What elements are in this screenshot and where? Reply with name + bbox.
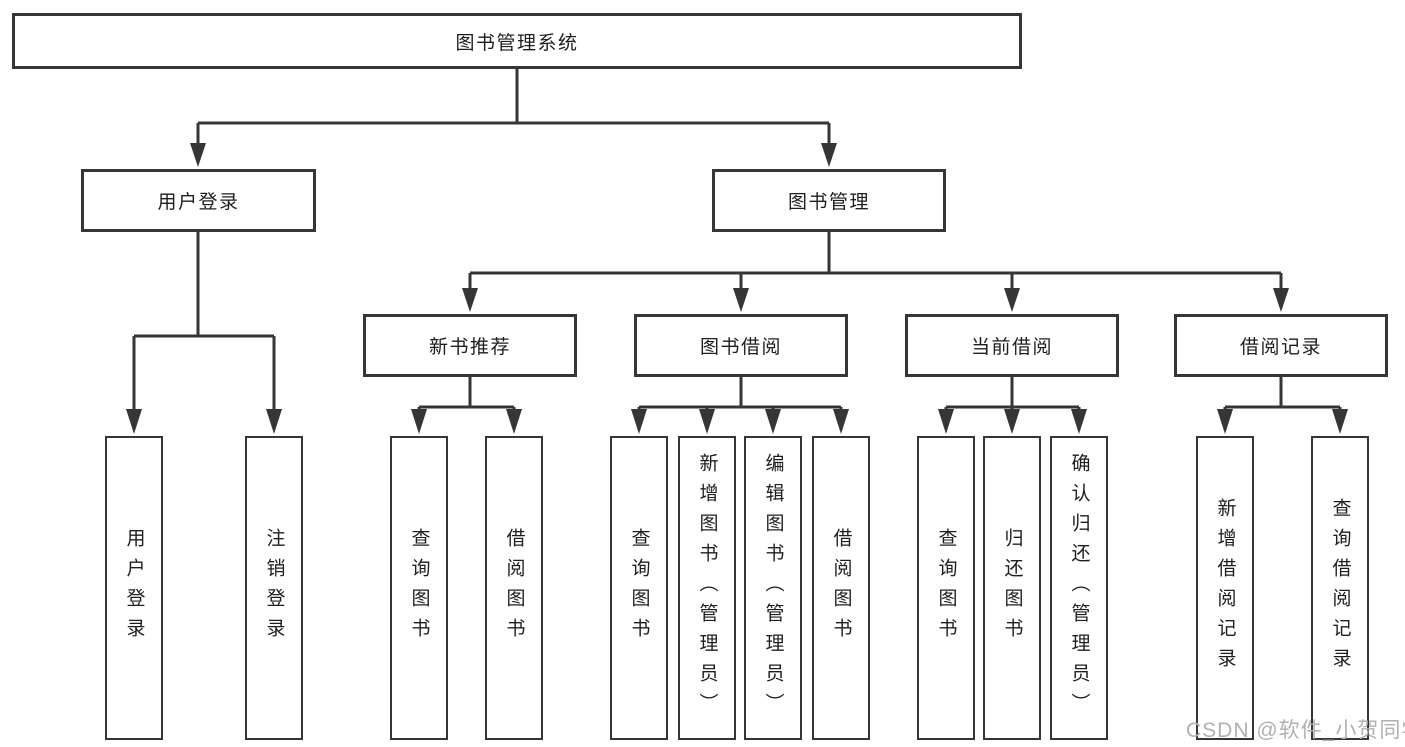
arrowhead xyxy=(1004,409,1020,434)
arrowhead xyxy=(190,143,206,167)
node-label: 借阅图书 xyxy=(830,528,852,648)
node-label: 图书管理系统 xyxy=(455,32,579,54)
connector-user-login-to-leaves xyxy=(132,232,276,411)
leaf-confirm-return-admin: 确认归还（管理员） xyxy=(1050,436,1108,740)
node-label: 查询借阅记录 xyxy=(1329,498,1351,678)
node-label: 新增图书（管理员） xyxy=(696,453,718,723)
node-label: 确认归还（管理员） xyxy=(1068,453,1090,723)
node-label: 借阅图书 xyxy=(503,528,525,648)
leaf-return-book: 归还图书 xyxy=(983,436,1041,740)
node-label: 用户登录 xyxy=(157,192,240,213)
leaf-user-login: 用户登录 xyxy=(105,436,163,740)
arrowhead xyxy=(1332,409,1348,434)
node-label: 查询图书 xyxy=(408,528,430,648)
arrowhead xyxy=(631,409,647,434)
arrowhead xyxy=(1273,288,1289,312)
node-label: 编辑图书（管理员） xyxy=(762,453,784,723)
leaf-add-borrow-record: 新增借阅记录 xyxy=(1196,436,1254,740)
node-label: 新书推荐 xyxy=(428,337,511,358)
leaf-edit-book-admin: 编辑图书（管理员） xyxy=(744,436,802,740)
arrowhead xyxy=(126,409,142,434)
arrowhead xyxy=(938,409,954,434)
leaf-borrow-books-recommend: 借阅图书 xyxy=(485,436,543,740)
node-label: 图书借阅 xyxy=(699,337,782,358)
node-label: 用户登录 xyxy=(123,528,145,648)
arrowhead xyxy=(765,409,781,434)
arrowhead xyxy=(833,409,849,434)
node-label: 新增借阅记录 xyxy=(1214,498,1236,678)
arrowhead xyxy=(411,409,427,434)
arrowhead xyxy=(1071,409,1087,434)
connector-root-to-level2 xyxy=(196,69,831,145)
leaf-query-books-current: 查询图书 xyxy=(917,436,975,740)
connector-borrow-to-leaves xyxy=(637,377,843,411)
connector-current-to-leaves xyxy=(944,377,1081,411)
node-label: 查询图书 xyxy=(935,528,957,648)
arrowhead xyxy=(266,409,282,434)
leaf-add-book-admin: 新增图书（管理员） xyxy=(678,436,736,740)
leaf-logout: 注销登录 xyxy=(245,436,303,740)
node-user-login: 用户登录 xyxy=(81,169,316,232)
node-book-management: 图书管理 xyxy=(712,169,946,232)
connector-records-to-leaves xyxy=(1223,377,1342,411)
arrowhead xyxy=(699,409,715,434)
node-label: 归还图书 xyxy=(1001,528,1023,648)
arrowhead xyxy=(1217,409,1233,434)
arrowhead xyxy=(821,143,837,167)
node-label: 图书管理 xyxy=(787,192,870,213)
connector-recommend-to-leaves xyxy=(417,377,516,411)
leaf-borrow-books: 借阅图书 xyxy=(812,436,870,740)
arrowhead xyxy=(733,288,749,312)
node-book-borrow: 图书借阅 xyxy=(634,314,848,377)
node-label: 当前借阅 xyxy=(970,337,1053,358)
arrowhead xyxy=(506,409,522,434)
leaf-query-books-borrow: 查询图书 xyxy=(610,436,668,740)
csdn-watermark: CSDN @软件_小贺同学 xyxy=(1186,719,1405,742)
node-label: 查询图书 xyxy=(628,528,650,648)
arrowhead xyxy=(462,288,478,312)
node-new-book-recommend: 新书推荐 xyxy=(363,314,577,377)
node-label: 注销登录 xyxy=(263,528,285,648)
connector-book-management-to-level3 xyxy=(468,232,1283,291)
node-book-management-system: 图书管理系统 xyxy=(12,13,1022,69)
leaf-query-books-recommend: 查询图书 xyxy=(390,436,448,740)
leaf-query-borrow-record: 查询借阅记录 xyxy=(1311,436,1369,740)
node-current-borrow: 当前借阅 xyxy=(905,314,1119,377)
arrowhead xyxy=(1004,288,1020,312)
node-borrow-records: 借阅记录 xyxy=(1174,314,1388,377)
node-label: 借阅记录 xyxy=(1239,337,1322,358)
